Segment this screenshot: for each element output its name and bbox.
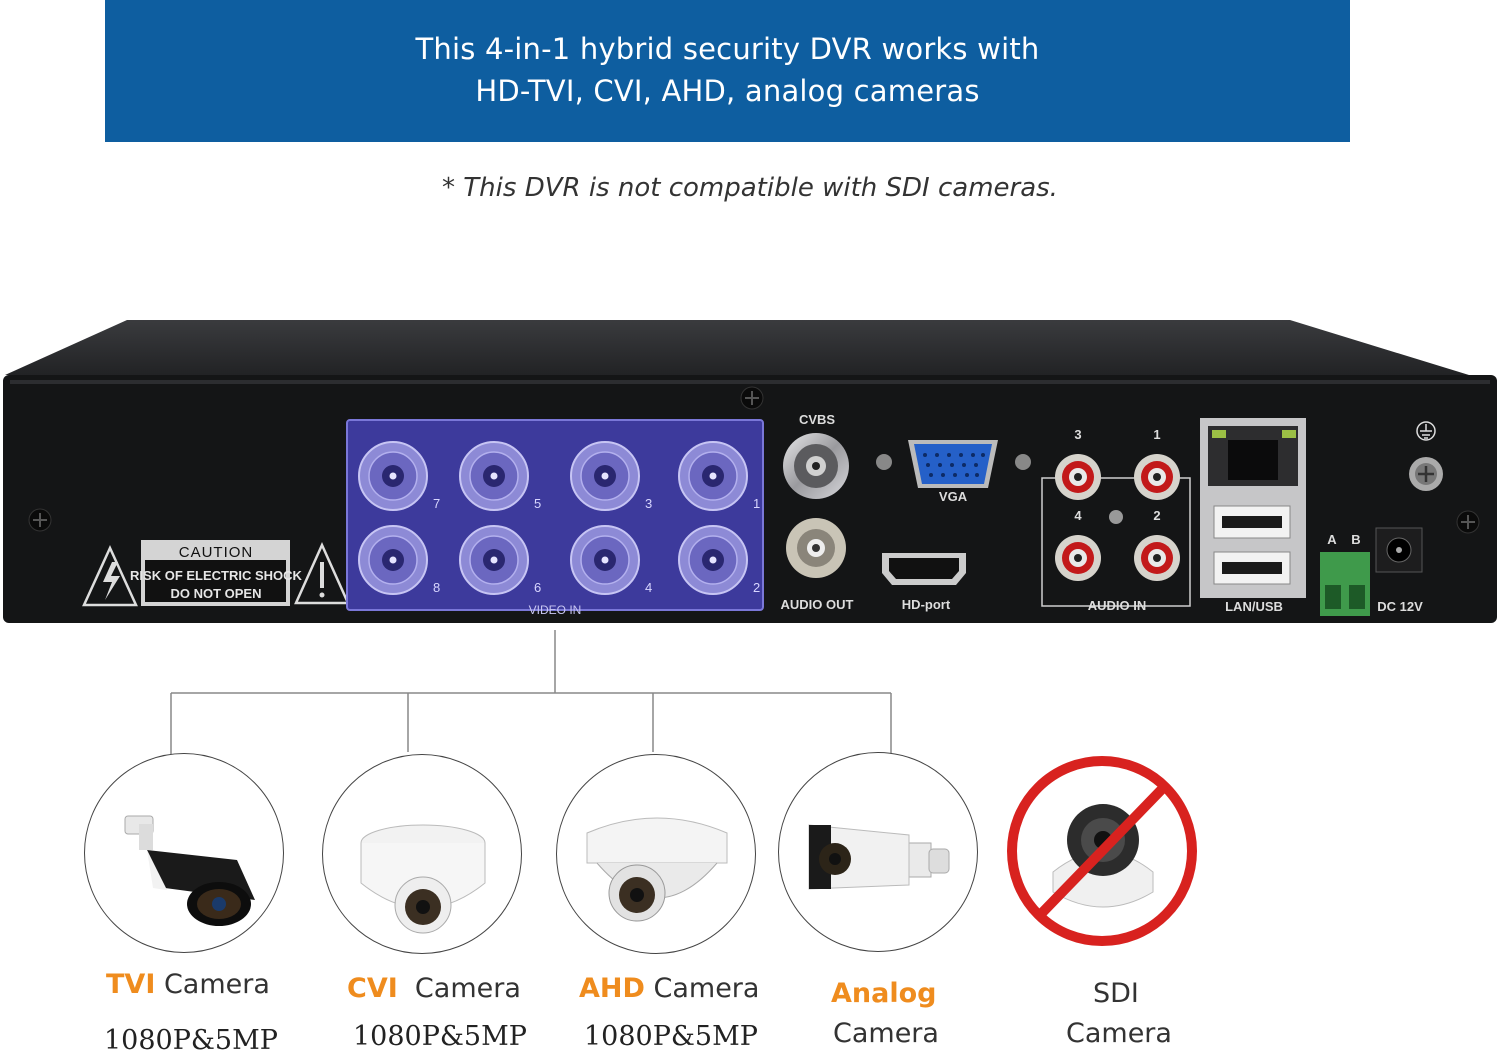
ground-icon <box>1416 421 1436 441</box>
tvi-spec: 1080P&5MP <box>104 1025 278 1056</box>
ahd-camera-label: AHD Camera <box>579 973 759 1004</box>
audio-out-port[interactable] <box>786 518 846 578</box>
caution-title: CAUTION <box>179 544 254 561</box>
tvi-camera-image <box>84 753 284 953</box>
caution-line-2: DO NOT OPEN <box>170 586 261 601</box>
bnc-video-input-3[interactable]: 3 <box>570 441 652 511</box>
analog-camera-label: Analog <box>831 978 936 1009</box>
bnc-number-label: 6 <box>534 580 541 595</box>
bnc-number-label: 2 <box>753 580 760 595</box>
cvi-word: Camera <box>397 973 521 1004</box>
prohibited-icon <box>1007 756 1197 946</box>
banner-line-2: HD-TVI, CVI, AHD, analog cameras <box>475 74 980 108</box>
audio-in-ports[interactable]: 3 1 4 2 <box>1055 427 1180 581</box>
vga-label: VGA <box>939 489 968 504</box>
bnc-video-input-1[interactable]: 1 <box>678 441 760 511</box>
lan-port[interactable] <box>1208 426 1298 486</box>
tvi-word: Camera <box>155 969 270 1000</box>
bnc-video-input-8[interactable]: 8 <box>358 525 440 595</box>
terminal-a-label: A <box>1327 532 1337 547</box>
exclamation-warning-icon <box>294 541 350 605</box>
analog-camera-word: Camera <box>833 1018 939 1049</box>
bnc-video-input-2[interactable]: 2 <box>678 525 760 595</box>
banner-line-1: This 4-in-1 hybrid security DVR works wi… <box>415 32 1040 66</box>
bnc-number-label: 7 <box>433 496 440 511</box>
bnc-number-label: 4 <box>645 580 652 595</box>
bnc-number-label: 8 <box>433 580 440 595</box>
ahd-camera-image <box>556 754 756 954</box>
ahd-word: Camera <box>644 973 760 1004</box>
analog-camera-image <box>778 752 978 952</box>
connection-lines <box>170 630 892 755</box>
cvi-camera-image <box>322 754 522 954</box>
tvi-camera-label: TVI Camera <box>106 969 270 1000</box>
bnc-number-label: 5 <box>534 496 541 511</box>
video-in-label: VIDEO IN <box>529 603 582 617</box>
bnc-number-label: 3 <box>645 496 652 511</box>
sdi-label: SDI <box>1093 978 1139 1009</box>
rca-audio-input-3[interactable]: 3 <box>1055 427 1101 500</box>
hdmi-port[interactable] <box>882 553 966 585</box>
bnc-video-input-4[interactable]: 4 <box>570 525 652 595</box>
rs485-terminal[interactable] <box>1320 552 1370 616</box>
bnc-video-input-6[interactable]: 6 <box>459 525 541 595</box>
dc-label: DC 12V <box>1377 599 1423 614</box>
sdi-camera-image <box>1003 752 1201 950</box>
screw-icon <box>1109 510 1123 524</box>
audio-in-label: AUDIO IN <box>1088 598 1147 613</box>
bnc-video-input-5[interactable]: 5 <box>459 441 541 511</box>
rca-audio-input-2[interactable]: 2 <box>1134 508 1180 581</box>
bnc-number-label: 1 <box>753 496 760 511</box>
cvi-brand: CVI <box>347 973 398 1004</box>
caution-line-1: RISK OF ELECTRIC SHOCK <box>130 568 303 583</box>
cvi-spec: 1080P&5MP <box>353 1021 527 1052</box>
ahd-brand: AHD <box>579 973 645 1004</box>
rca-number-label: 3 <box>1074 427 1081 442</box>
vga-screw-icon <box>876 454 892 470</box>
vga-port[interactable] <box>908 440 998 488</box>
usb-port[interactable] <box>1213 505 1291 539</box>
cvbs-label: CVBS <box>799 412 835 427</box>
usb-port[interactable] <box>1213 551 1291 585</box>
dvr-rear-panel: CAUTION RISK OF ELECTRIC SHOCK DO NOT OP… <box>3 320 1497 623</box>
electric-shock-warning-icon <box>82 544 138 607</box>
vga-screw-icon <box>1015 454 1031 470</box>
audio-in-frame <box>1041 477 1191 607</box>
header-banner: This 4-in-1 hybrid security DVR works wi… <box>105 0 1350 142</box>
compatibility-note: * This DVR is not compatible with SDI ca… <box>442 173 1058 203</box>
terminal-b-label: B <box>1351 532 1360 547</box>
rca-number-label: 1 <box>1153 427 1160 442</box>
bnc-connectors: 7 5 3 1 8 6 4 2 <box>358 441 760 595</box>
cvi-camera-label: CVI Camera <box>347 973 521 1004</box>
screw-icon <box>28 508 52 532</box>
hd-port-label: HD-port <box>902 597 951 612</box>
screw-icon <box>740 386 764 410</box>
audio-out-label: AUDIO OUT <box>781 597 854 612</box>
dvr-top-lid <box>5 320 1495 383</box>
ground-screw-icon <box>1409 457 1443 491</box>
analog-brand: Analog <box>831 978 937 1009</box>
rca-number-label: 2 <box>1153 508 1160 523</box>
rca-audio-input-4[interactable]: 4 <box>1055 508 1101 581</box>
ahd-spec: 1080P&5MP <box>584 1021 758 1052</box>
cvbs-port[interactable] <box>783 433 849 499</box>
video-in-panel <box>346 419 764 611</box>
dc-power-port[interactable] <box>1375 527 1423 573</box>
lan-usb-label: LAN/USB <box>1225 599 1283 614</box>
rca-number-label: 4 <box>1074 508 1082 523</box>
tvi-brand: TVI <box>106 969 156 1000</box>
bnc-video-input-7[interactable]: 7 <box>358 441 440 511</box>
screw-icon <box>1456 510 1480 534</box>
sdi-camera-word: Camera <box>1066 1018 1172 1049</box>
rca-audio-input-1[interactable]: 1 <box>1134 427 1180 500</box>
